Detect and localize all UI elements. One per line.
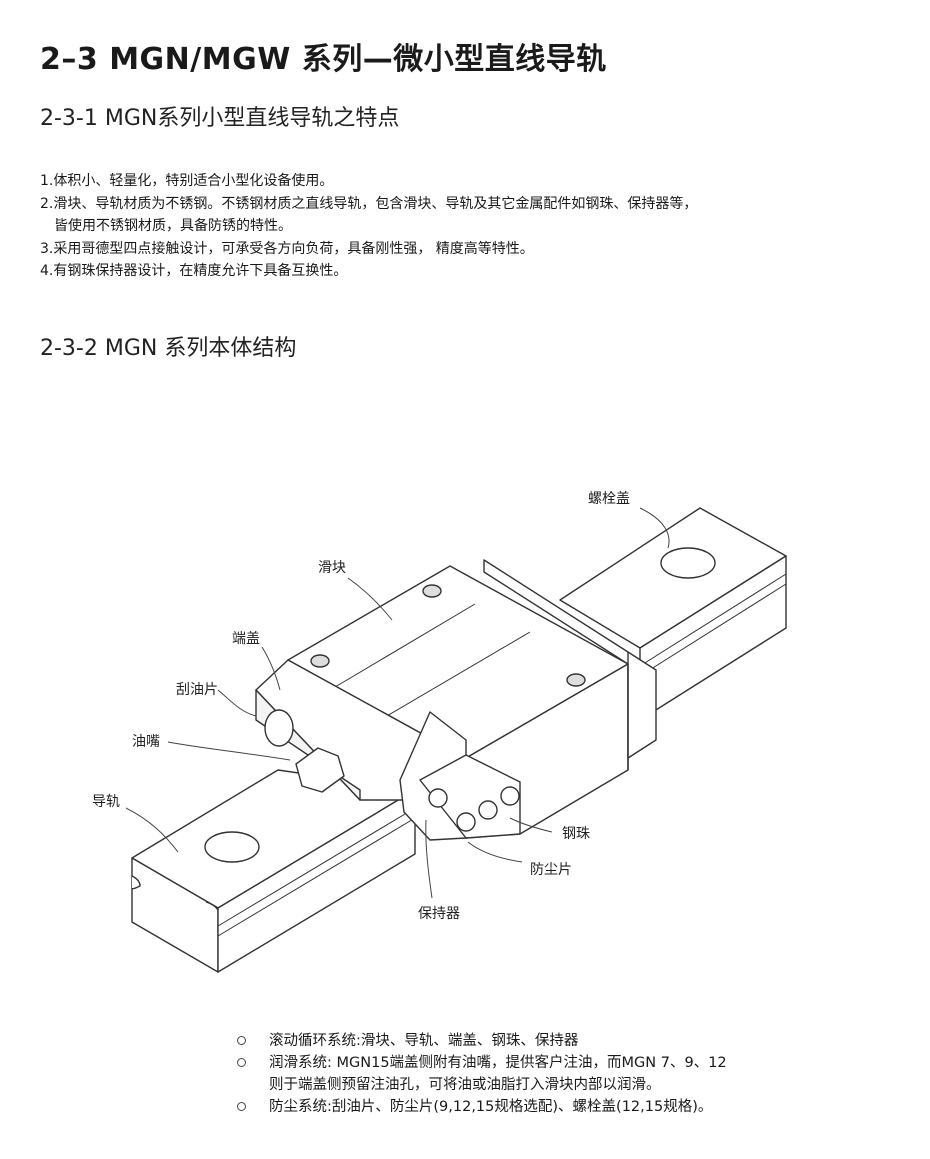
lube-port [264, 709, 294, 747]
leader-line [261, 646, 281, 691]
note-item: 滚动循环系统:滑块、导轨、端盖、钢珠、保持器 [237, 1030, 877, 1052]
label-slider: 滑块 [318, 559, 346, 576]
label-scraper: 刮油片 [176, 682, 218, 698]
leader-line [639, 507, 670, 549]
steel-ball [500, 786, 520, 806]
label-rail: 导轨 [92, 794, 120, 810]
feature-list: 1.体积小、轻量化，特别适合小型化设备使用。 2.滑块、导轨材质为不锈钢。不锈钢… [40, 170, 900, 283]
leader-line [167, 741, 291, 761]
section-heading-features: 2-3-1 MGN系列小型直线导轨之特点 [40, 106, 400, 131]
rear-rail-illustration [559, 507, 787, 721]
steel-ball [428, 788, 448, 808]
steel-ball [456, 812, 476, 832]
leader-line [125, 807, 179, 853]
section-heading-structure: 2-3-2 MGN 系列本体结构 [40, 336, 297, 361]
feature-item: 2.滑块、导轨材质为不锈钢。不锈钢材质之直线导轨，包含滑块、导轨及其它金属配件如… [40, 195, 698, 212]
note-item-continued: 则于端盖侧预留注油孔，可将油或油脂打入滑块内部以润滑。 [237, 1074, 877, 1096]
slider-screw-hole [422, 584, 442, 598]
label-dust-seal: 防尘片 [530, 862, 572, 878]
feature-item-continued: 皆使用不锈钢材质，具备防锈的特性。 [54, 218, 292, 234]
page-title: 2–3 MGN/MGW 系列—微小型直线导轨 [40, 42, 607, 77]
slider-screw-hole [310, 654, 330, 668]
note-text: 润滑系统: MGN15端盖侧附有油嘴，提供客户注油，而MGN 7、9、12 [269, 1055, 727, 1071]
note-item: 润滑系统: MGN15端盖侧附有油嘴，提供客户注油，而MGN 7、9、12 [237, 1052, 877, 1074]
bullet-icon [237, 1036, 246, 1045]
bullet-icon [237, 1102, 246, 1111]
feature-item: 3.采用哥德型四点接触设计，可承受各方向负荷，具备刚性强， 精度高等特性。 [40, 240, 534, 257]
note-text: 防尘系统:刮油片、防尘片(9,12,15规格选配)、螺栓盖(12,15规格)。 [269, 1099, 713, 1115]
label-retainer: 保持器 [418, 906, 460, 922]
leader-line [425, 819, 433, 899]
slider-screw-hole [566, 673, 586, 687]
note-text: 滚动循环系统:滑块、导轨、端盖、钢珠、保持器 [269, 1033, 579, 1049]
oil-nozzle-illustration [295, 747, 345, 793]
note-text: 则于端盖侧预留注油孔，可将油或油脂打入滑块内部以润滑。 [269, 1077, 661, 1093]
leader-line [467, 841, 523, 863]
rail-bolt-hole-front [204, 831, 260, 863]
feature-item: 1.体积小、轻量化，特别适合小型化设备使用。 [40, 173, 334, 189]
note-item: 防尘系统:刮油片、防尘片(9,12,15规格选配)、螺栓盖(12,15规格)。 [237, 1096, 877, 1118]
rail-bolt-hole-rear [660, 547, 716, 579]
label-oil-nozzle: 油嘴 [132, 734, 160, 750]
bullet-icon [237, 1058, 246, 1067]
leader-line [217, 689, 257, 717]
feature-item: 4.有钢珠保持器设计，在精度允许下具备互换性。 [40, 263, 348, 279]
leader-line [509, 817, 553, 833]
front-rail-illustration [131, 769, 416, 973]
system-notes: 滚动循环系统:滑块、导轨、端盖、钢珠、保持器 润滑系统: MGN15端盖侧附有油… [237, 1030, 877, 1118]
label-steel-ball: 钢珠 [562, 826, 590, 842]
slider-block-illustration [255, 559, 657, 841]
label-end-cap: 端盖 [232, 631, 260, 647]
guide-rail-diagram: 螺栓盖 滑块 端盖 刮油片 油嘴 导轨 钢珠 防尘片 保持器 [92, 491, 787, 973]
label-bolt-cap: 螺栓盖 [588, 491, 630, 507]
leader-line [347, 577, 393, 621]
steel-ball [478, 800, 498, 820]
